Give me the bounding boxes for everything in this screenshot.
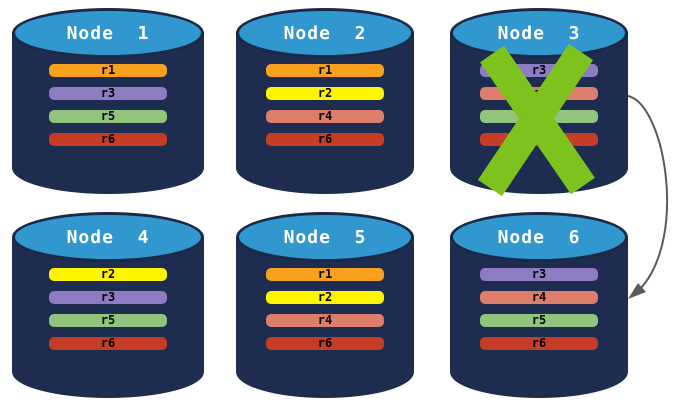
shard-bar-r5: r5 (480, 314, 598, 327)
shard-bar-r6: r6 (49, 133, 167, 146)
node-1-shards: r1 r3 r5 r6 (12, 64, 204, 146)
arrow-head-icon (628, 283, 646, 299)
node-4-shards: r2 r3 r5 r6 (12, 268, 204, 350)
shard-bar-r3: r3 (49, 291, 167, 304)
shard-bar-r3: r3 (49, 87, 167, 100)
shard-bar-r5: r5 (49, 314, 167, 327)
node-5-shards: r1 r2 r4 r6 (236, 268, 414, 350)
shard-bar-r2: r2 (266, 291, 384, 304)
node-2-label: Node 2 (283, 22, 367, 44)
node-4: Node 4 r2 r3 r5 r6 (12, 212, 204, 398)
shard-bar-r2: r2 (49, 268, 167, 281)
shard-bar-r1: r1 (266, 64, 384, 77)
node-2-cylinder-top: Node 2 (236, 8, 414, 58)
shard-bar-r6: r6 (266, 133, 384, 146)
shard-bar-r6: r6 (49, 337, 167, 350)
node-6: Node 6 r3 r4 r5 r6 (450, 212, 628, 398)
node-2-shards: r1 r2 r4 r6 (236, 64, 414, 146)
node-5-label: Node 5 (283, 226, 367, 248)
node-6-shards: r3 r4 r5 r6 (450, 268, 628, 350)
shard-bar-r4: r4 (480, 291, 598, 304)
node-6-label: Node 6 (497, 226, 581, 248)
node-1-cylinder-top: Node 1 (12, 8, 204, 58)
node-4-label: Node 4 (66, 226, 150, 248)
node-2: Node 2 r1 r2 r4 r6 (236, 8, 414, 194)
failure-x-icon (477, 43, 595, 197)
node-1: Node 1 r1 r3 r5 r6 (12, 8, 204, 194)
node-4-cylinder-top: Node 4 (12, 212, 204, 262)
shard-bar-r6: r6 (480, 337, 598, 350)
node-3-label: Node 3 (497, 22, 581, 44)
shard-bar-r4: r4 (266, 110, 384, 123)
shard-bar-r3: r3 (480, 268, 598, 281)
node-1-label: Node 1 (66, 22, 150, 44)
shard-bar-r4: r4 (266, 314, 384, 327)
shard-bar-r6: r6 (266, 337, 384, 350)
node-3-cylinder-top: Node 3 (450, 8, 628, 58)
arrow-curve (627, 95, 669, 289)
node-3: Node 3 r3 r4 r5 r6 (450, 8, 628, 197)
node-5: Node 5 r1 r2 r4 r6 (236, 212, 414, 398)
node-6-cylinder-top: Node 6 (450, 212, 628, 262)
shard-bar-r5: r5 (49, 110, 167, 123)
shard-bar-r1: r1 (49, 64, 167, 77)
node-5-cylinder-top: Node 5 (236, 212, 414, 262)
shard-bar-r1: r1 (266, 268, 384, 281)
shard-bar-r2: r2 (266, 87, 384, 100)
